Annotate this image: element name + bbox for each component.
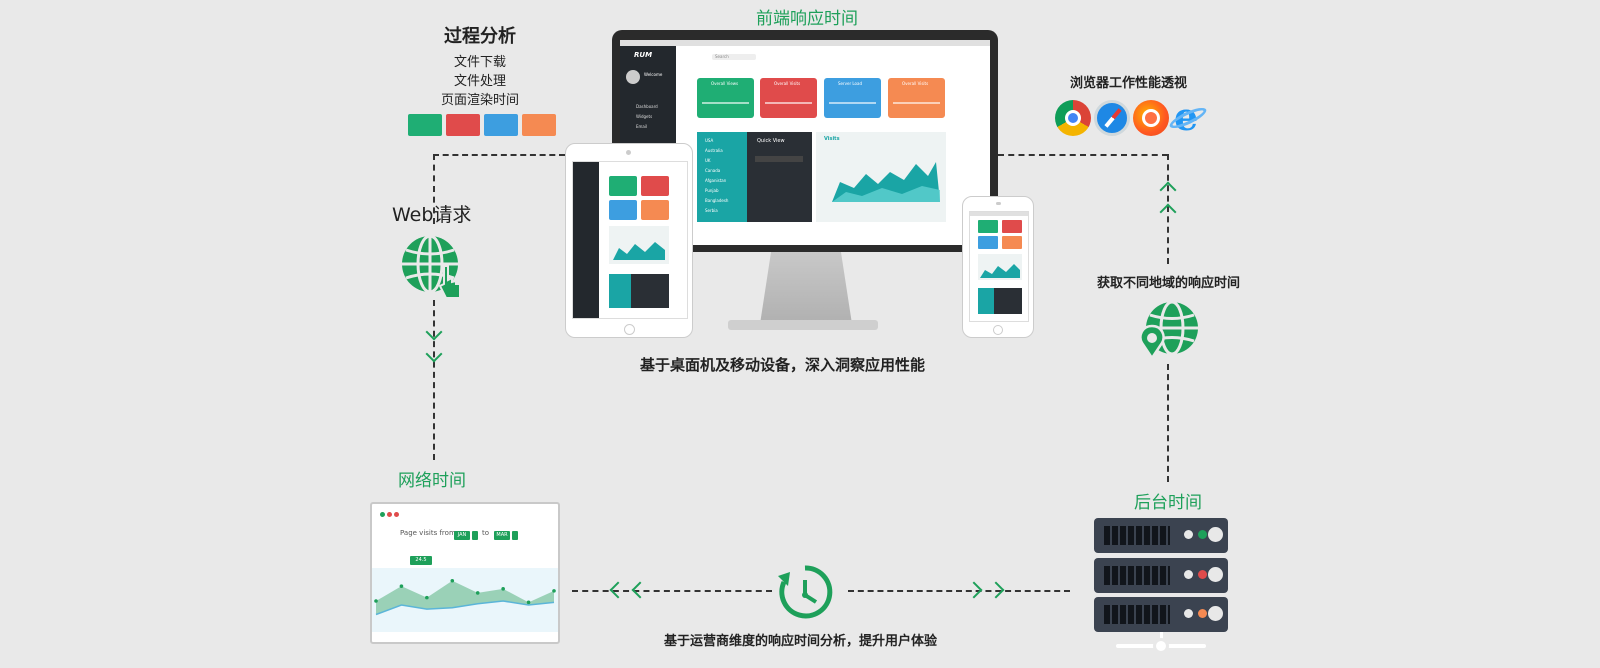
- phone-device: [962, 196, 1034, 338]
- connector-left-lower: [433, 300, 435, 460]
- mini-card-orange: [522, 114, 556, 136]
- window-dot: [394, 512, 399, 517]
- series-a-point: [399, 584, 404, 588]
- process-title: 过程分析: [444, 26, 516, 47]
- monitor-stand-base: [728, 320, 878, 330]
- from-select-arrow[interactable]: [472, 531, 478, 540]
- visits-panel: Visits: [816, 132, 946, 222]
- desktop-mobile-label: 基于桌面机及移动设备，深入洞察应用性能: [640, 356, 926, 374]
- quick-view-panel: Quick View: [747, 132, 812, 222]
- globe-pin-icon: [1139, 300, 1198, 361]
- to-select-arrow[interactable]: [512, 531, 518, 540]
- operator-analysis-label: 基于运营商维度的响应时间分析，提升用户体验: [664, 634, 938, 649]
- series-a-point: [425, 595, 429, 600]
- connector-top-left: [433, 154, 565, 156]
- arrow-up-icon: [1159, 181, 1177, 199]
- web-request-label: Web请求: [392, 204, 472, 226]
- connector-left: [433, 154, 435, 224]
- welcome-text: Welcome: [644, 72, 663, 77]
- network-line: [1160, 632, 1163, 642]
- avatar: [626, 70, 640, 84]
- arrow-up-icon: [1159, 203, 1177, 221]
- chrome-icon: [1055, 100, 1091, 136]
- country-list-panel: USA Australia UK Canada Afganistan Punja…: [697, 132, 747, 222]
- firefox-icon: [1133, 100, 1169, 136]
- mini-card-green: [408, 114, 442, 136]
- browser-topbar: [620, 40, 990, 46]
- stat-card: Server Load: [824, 78, 881, 118]
- stat-card: Overall Visits: [888, 78, 945, 118]
- tablet-device: [565, 143, 693, 338]
- dashboard-logo: RUM: [634, 51, 653, 59]
- series-a-point: [374, 599, 378, 603]
- arrow-down-icon: [425, 323, 443, 341]
- safari-icon: [1094, 100, 1130, 136]
- series-a-point: [450, 578, 455, 583]
- mini-card-blue: [484, 114, 518, 136]
- series-a-point: [526, 600, 531, 605]
- arrow-left-icon: [609, 581, 627, 599]
- server-unit: [1094, 518, 1228, 553]
- from-select[interactable]: JAN: [454, 531, 470, 540]
- region-time-label: 获取不同地域的响应时间: [1097, 276, 1241, 291]
- arrow-left-icon: [631, 581, 649, 599]
- mini-card-red: [446, 114, 480, 136]
- ie-icon: e: [1167, 94, 1209, 139]
- process-item: 文件处理: [453, 74, 506, 89]
- page-visits-chart: [372, 568, 558, 632]
- network-time-label: 网络时间: [398, 471, 466, 491]
- search-input[interactable]: Search: [712, 54, 756, 60]
- frontend-time-label: 前端响应时间: [756, 9, 858, 29]
- arrow-right-icon: [965, 581, 983, 599]
- stat-card: Overall Visits: [760, 78, 817, 118]
- stat-card: Overall Views: [697, 78, 754, 118]
- window-dot: [380, 512, 385, 517]
- to-label: to: [482, 529, 490, 537]
- browser-perf-label: 浏览器工作性能透视: [1070, 76, 1188, 91]
- arrow-down-icon: [425, 345, 443, 363]
- tablet-screen: [572, 161, 688, 319]
- series-a-point: [552, 589, 556, 593]
- series-b-line: [375, 600, 555, 616]
- connector-top-right: [998, 154, 1168, 156]
- connector-bottom-right: [848, 590, 1070, 592]
- series-a-point: [501, 587, 505, 591]
- tooltip: 24.5 Visit: [410, 556, 432, 572]
- sidebar-item-dashboard[interactable]: Dashboard: [636, 104, 658, 109]
- connector-right-lower: [1167, 364, 1169, 482]
- clock-refresh-icon: [778, 565, 833, 619]
- to-select[interactable]: MAR: [494, 531, 510, 540]
- server-unit: [1094, 597, 1228, 632]
- series-a-point: [475, 591, 480, 595]
- process-analysis: 过程分析 文件下载 文件处理 页面渲染时间: [420, 22, 540, 108]
- arrow-right-icon: [987, 581, 1005, 599]
- page-visits-chart-panel: Page visits from JAN to MAR 24.5 Visit: [370, 502, 560, 644]
- connector-right: [1167, 154, 1169, 264]
- backend-time-label: 后台时间: [1134, 493, 1202, 513]
- phone-screen: [969, 211, 1029, 322]
- sidebar-item-email[interactable]: Email: [636, 124, 648, 129]
- chart-title: Page visits from: [400, 529, 456, 537]
- process-item: 页面渲染时间: [440, 93, 519, 108]
- process-item: 文件下载: [453, 55, 506, 70]
- connector-bottom-left: [572, 590, 772, 592]
- network-node: [1153, 638, 1169, 654]
- monitor-stand-neck: [760, 252, 852, 324]
- server-unit: [1094, 558, 1228, 593]
- globe-hand-icon: [402, 234, 461, 299]
- window-dot: [387, 512, 392, 517]
- series-a-area: [376, 580, 554, 615]
- sidebar-item-widgets[interactable]: Widgets: [636, 114, 653, 119]
